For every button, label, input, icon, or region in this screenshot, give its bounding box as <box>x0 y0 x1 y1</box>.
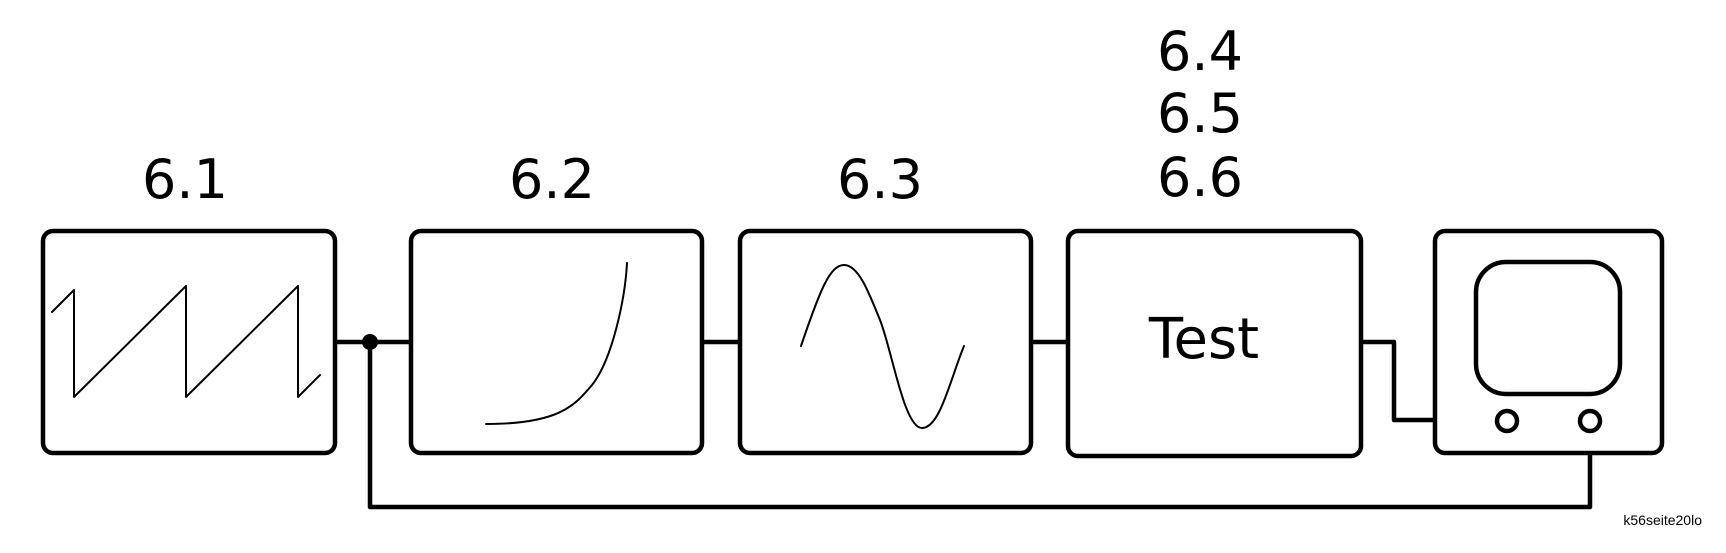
junction-dot <box>362 334 378 350</box>
block-sine-shaper <box>737 228 1034 456</box>
sine-wave-icon <box>800 264 965 429</box>
credit-text: k56seite20lo <box>1623 512 1702 528</box>
label-6-2: 6.2 <box>509 148 595 211</box>
block-exponential <box>408 228 705 456</box>
block-test <box>1065 228 1364 459</box>
label-6-6: 6.6 <box>1157 146 1243 209</box>
block-sawtooth-generator <box>40 228 338 456</box>
block-oscilloscope <box>1432 228 1665 456</box>
wire-trigger-to-scope <box>367 342 1593 510</box>
oscilloscope-input-jack-icon <box>1494 408 1520 434</box>
oscilloscope-screen-icon <box>1473 259 1623 397</box>
label-6-5: 6.5 <box>1157 82 1243 145</box>
exponential-curve-icon <box>485 262 628 425</box>
test-block-label: Test <box>1148 307 1259 372</box>
oscilloscope-trigger-jack-icon <box>1577 408 1603 434</box>
label-6-1: 6.1 <box>142 148 228 211</box>
sawtooth-wave-icon <box>51 285 321 398</box>
label-6-3: 6.3 <box>837 148 923 211</box>
label-6-4: 6.4 <box>1157 20 1243 83</box>
